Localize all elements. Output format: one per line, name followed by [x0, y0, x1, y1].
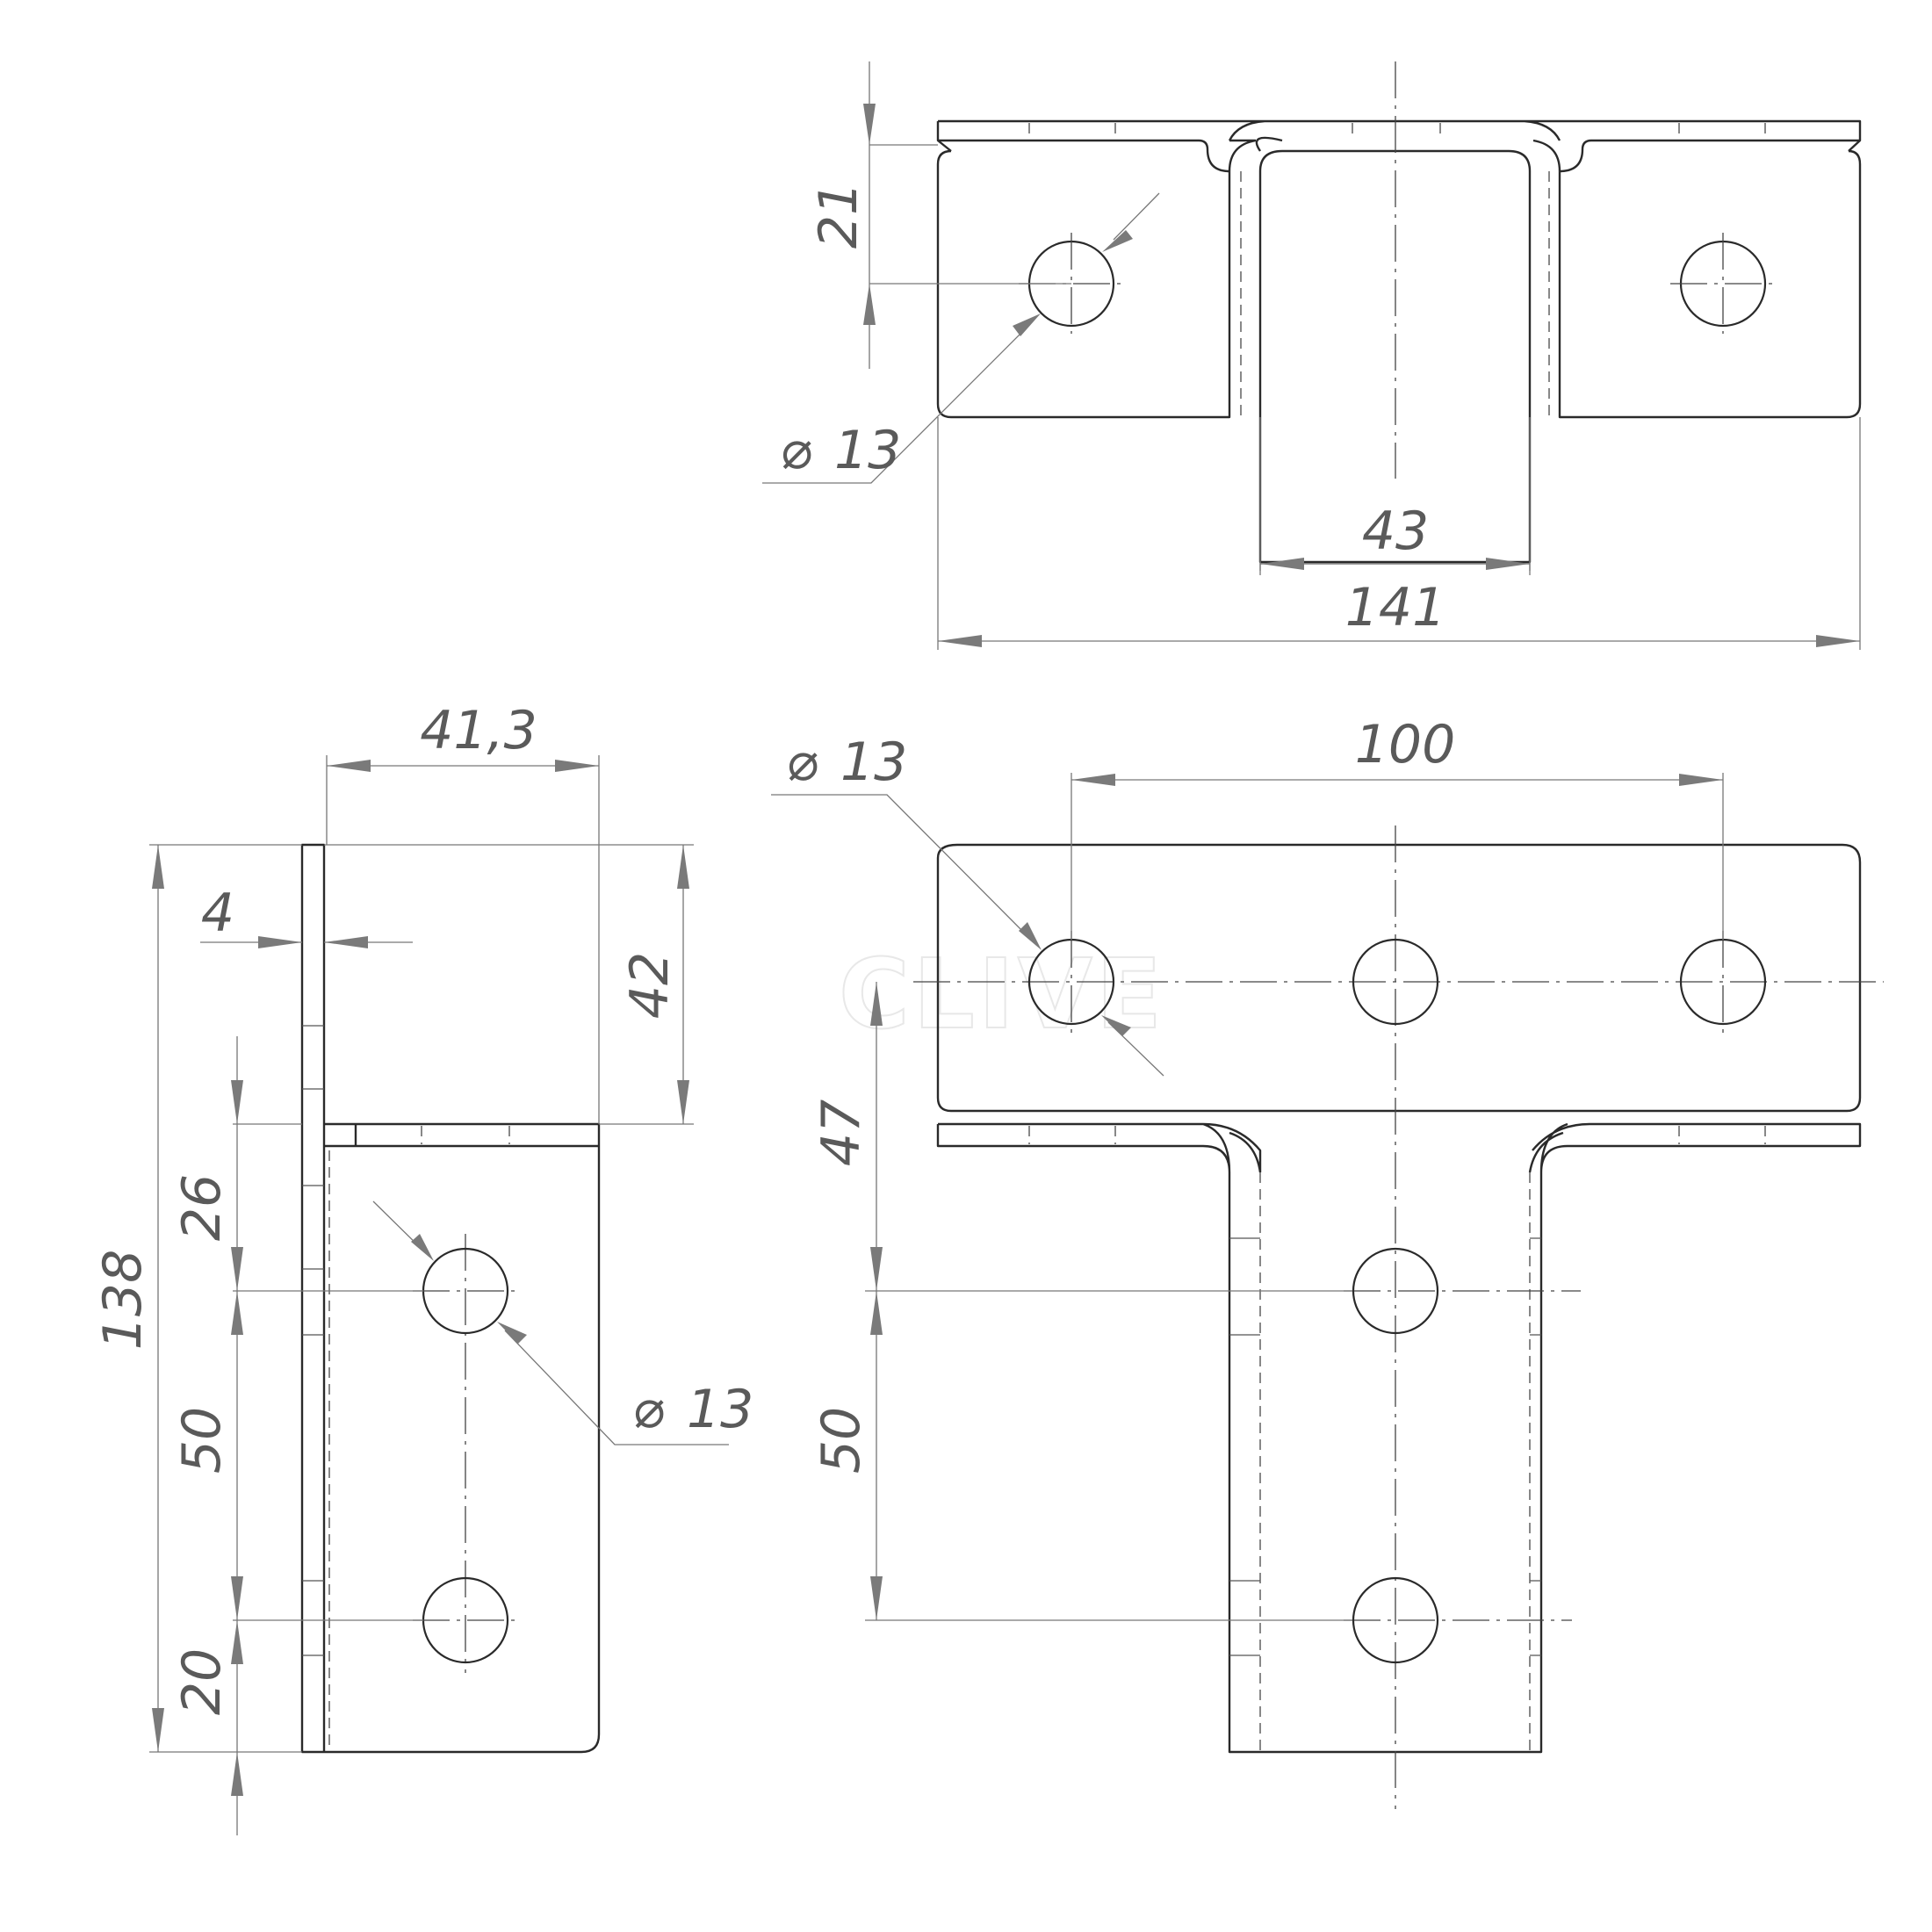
top-view-diameter-leader — [762, 192, 1160, 484]
side-view-diameter-leader — [372, 1200, 729, 1445]
dim-47-label: 47 — [811, 1099, 872, 1166]
dim-21-lines — [869, 61, 1071, 369]
dim-43-label: 43 — [1362, 501, 1429, 562]
watermark-logo: CLIVE — [839, 938, 1165, 1050]
dim-42-ext — [324, 844, 694, 1125]
front-view-hole-leg-lower — [1352, 1576, 1439, 1664]
dim-21-label: 21 — [808, 182, 869, 249]
front-view-hole-center — [1352, 938, 1439, 1026]
dim-141-label: 141 — [1345, 577, 1446, 638]
top-view-diameter-label: 13 — [834, 420, 901, 481]
dim-413-label: 41,3 — [420, 700, 537, 761]
dim-front-chain-ext — [865, 1290, 1352, 1621]
top-view-diameter-symbol: ⌀ — [780, 420, 811, 481]
dim-138-label: 138 — [92, 1250, 154, 1351]
dim-50-front-label: 50 — [811, 1407, 872, 1474]
front-view-hidden-lines — [1028, 1126, 1766, 1752]
dim-chain-ext — [233, 1123, 423, 1621]
side-view-diameter-symbol: ⌀ — [632, 1379, 664, 1440]
dim-26-label: 26 — [171, 1174, 233, 1241]
front-view-hole-leg-upper — [1352, 1247, 1439, 1335]
front-view-ticks — [1229, 1237, 1541, 1656]
dim-front-chain-arrows — [870, 982, 883, 1620]
side-view-diameter-arrows — [411, 1234, 527, 1344]
top-view-hidden-lines — [1028, 123, 1766, 417]
dim-141-ext — [937, 417, 1861, 650]
front-view-outline — [936, 843, 1862, 1754]
dim-4-arrows — [258, 936, 368, 948]
dim-43-ext — [1259, 417, 1531, 571]
top-view: 21 ⌀ 13 43 141 — [762, 61, 1862, 650]
top-view-diameter-arrows — [1013, 230, 1133, 336]
side-view-outline — [300, 843, 601, 1754]
side-view-ticks — [302, 1025, 324, 1656]
dim-42-label: 42 — [619, 952, 681, 1019]
front-view: 100 ⌀ 13 47 50 — [771, 714, 1884, 1809]
dim-4-label: 4 — [201, 883, 234, 944]
front-view-diameter-arrows — [1019, 922, 1131, 1036]
dim-100-label: 100 — [1355, 714, 1456, 775]
front-view-lower-axes — [1344, 1290, 1581, 1621]
side-view: 41,3 4 42 138 26 50 20 ⌀ 13 — [92, 700, 753, 1835]
dim-413-ext — [326, 755, 600, 1124]
side-view-hidden-lines — [328, 1126, 510, 1748]
front-view-diameter-symbol: ⌀ — [786, 732, 818, 793]
dim-100-ext — [1071, 773, 1724, 940]
dim-chain-arrows — [231, 1080, 243, 1796]
dim-20-label: 20 — [171, 1648, 233, 1715]
front-view-diameter-label: 13 — [840, 732, 907, 793]
top-view-outline — [936, 119, 1862, 564]
front-view-hole-axes — [1071, 931, 1724, 1036]
dim-50-side-label: 50 — [171, 1407, 233, 1474]
top-view-hole-right-axis — [1670, 233, 1776, 334]
side-view-diameter-label: 13 — [687, 1379, 753, 1440]
top-view-inner — [938, 136, 1860, 173]
dim-138-ext — [149, 844, 302, 1753]
